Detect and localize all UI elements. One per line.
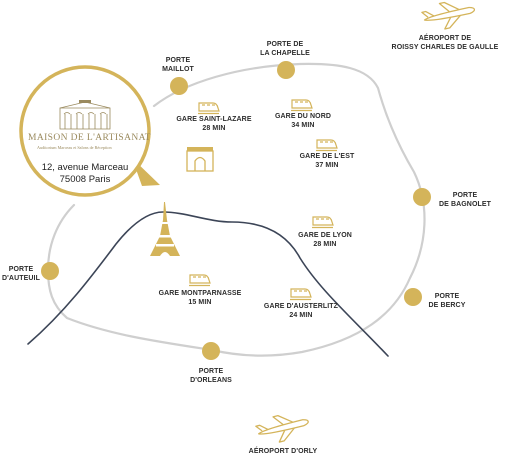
airport-label-cdg: AÉROPORT DE ROISSY CHARLES DE GAULLE: [391, 35, 499, 51]
porte-marker-icon[interactable]: [413, 188, 431, 206]
porte-label-chapelle: PORTE DE LA CHAPELLE: [260, 41, 310, 57]
seine-river: [27, 211, 389, 357]
porte-marker-icon[interactable]: [277, 61, 295, 79]
station-label-lyon: GARE DE LYON 28 MIN: [298, 232, 352, 248]
train-icon: [312, 216, 334, 229]
train-icon: [198, 102, 220, 115]
arc-de-triomphe-icon: [186, 147, 214, 172]
eiffel-tower-icon: [150, 202, 180, 256]
porte-label-maillot: PORTE MAILLOT: [162, 57, 194, 73]
porte-marker-icon[interactable]: [41, 262, 59, 280]
station-label-saint-lazare: GARE SAINT-LAZARE 28 MIN: [176, 116, 252, 132]
address-line1: 12, avenue Marceau: [41, 162, 129, 173]
porte-markers: [41, 61, 431, 360]
porte-marker-icon[interactable]: [170, 77, 188, 95]
venue-logo-subtitle: Auditorium Marceau et Salons de Réceptio…: [37, 145, 112, 150]
porte-marker-icon[interactable]: [404, 288, 422, 306]
station-label-montparnasse: GARE MONTPARNASSE 15 MIN: [158, 290, 242, 306]
porte-label-auteuil: PORTE D'AUTEUIL: [2, 266, 40, 282]
plane-icon: [255, 414, 309, 443]
station-label-est: GARE DE L'EST 37 MIN: [299, 153, 355, 169]
porte-label-bagnolet: PORTE DE BAGNOLET: [438, 192, 492, 208]
porte-label-bercy: PORTE DE BERCY: [428, 293, 466, 309]
porte-marker-icon[interactable]: [202, 342, 220, 360]
venue-logo-name: MAISON DE L'ARTISANAT: [28, 133, 152, 143]
peripherique-ring: [46, 62, 426, 357]
train-icon: [290, 288, 312, 301]
station-label-nord: GARE DU NORD 34 MIN: [274, 113, 332, 129]
venue-callout[interactable]: [19, 65, 151, 197]
train-icon: [291, 99, 313, 112]
train-icon: [189, 274, 211, 287]
station-label-austerlitz: GARE D'AUSTERLITZ 24 MIN: [263, 303, 339, 319]
porte-label-orleans: PORTE D'ORLEANS: [190, 368, 232, 384]
train-icons: [189, 99, 338, 301]
airport-label-orly: AÉROPORT D'ORLY: [248, 448, 318, 455]
building-icon: [59, 100, 111, 130]
venue-address: 12, avenue Marceau 75008 Paris: [35, 162, 135, 186]
address-line2: 75008 Paris: [59, 174, 111, 185]
train-icon: [316, 139, 338, 152]
plane-icon: [421, 1, 476, 30]
